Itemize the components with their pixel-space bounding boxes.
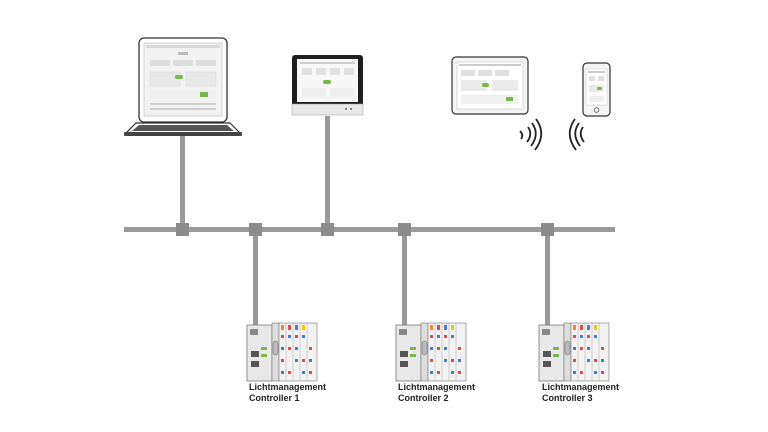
junction-connector	[249, 223, 262, 236]
controller-2-drop-line	[402, 230, 407, 328]
controller-1-label: Lichtmanagement Controller 1	[249, 382, 326, 404]
controller-1-label-line2: Controller 1	[249, 393, 300, 403]
controller-2-label-line2: Controller 2	[398, 393, 449, 403]
smartphone-icon	[582, 62, 611, 117]
plc-controller-icon	[246, 322, 318, 382]
controller-3-drop-line	[545, 230, 550, 328]
junction-connector	[541, 223, 554, 236]
plc-controller-icon	[538, 322, 610, 382]
tablet-wireless-icon	[519, 118, 543, 151]
junction-connector	[398, 223, 411, 236]
junction-connector	[176, 223, 189, 236]
controller-2-label: Lichtmanagement Controller 2	[398, 382, 475, 404]
network-bus	[124, 116, 615, 328]
tablet-icon	[451, 56, 529, 115]
controller-3-label-line1: Lichtmanagement	[542, 382, 620, 392]
plc-controller-icon	[395, 322, 467, 382]
laptop-drop-line	[180, 136, 185, 229]
controller-1-drop-line	[253, 230, 258, 328]
junction-connector	[321, 223, 334, 236]
main-bus-line	[124, 227, 615, 232]
touch-panel-icon	[291, 55, 364, 116]
controller-1-label-line1: Lichtmanagement	[249, 382, 327, 392]
controller-3-label: Lichtmanagement Controller 3	[542, 382, 619, 404]
touch-panel-drop-line	[325, 116, 330, 229]
laptop-icon	[124, 37, 242, 136]
smartphone-wireless-icon	[568, 118, 585, 151]
controller-3-label-line2: Controller 3	[542, 393, 593, 403]
controller-2-label-line1: Lichtmanagement	[398, 382, 476, 392]
